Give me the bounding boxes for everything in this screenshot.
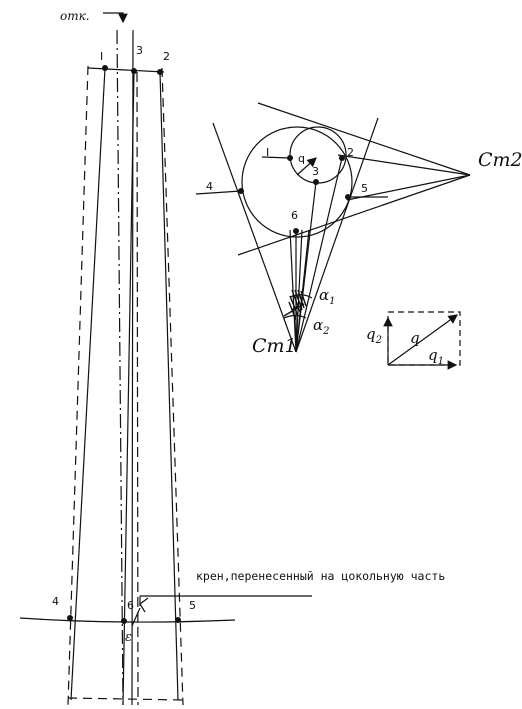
scheme-label-1: I — [266, 146, 269, 159]
label-bottom-6: 6 — [127, 599, 134, 612]
outer-circle — [241, 126, 353, 238]
tilt-arrow — [139, 597, 149, 613]
label-bottom-4: 4 — [52, 595, 59, 608]
leader-1 — [261, 156, 291, 159]
base-tilt-line — [131, 607, 141, 627]
bottom-line — [67, 697, 184, 701]
point-top-2 — [157, 69, 163, 75]
ct2-label: Ст2 — [478, 149, 522, 171]
alpha1-arc — [289, 294, 313, 299]
label-top-1: I — [100, 50, 103, 63]
center-line-solid — [131, 29, 134, 706]
label-top-2: 2 — [163, 50, 170, 63]
leader-4 — [195, 190, 242, 195]
ct1-ray-to-2 — [295, 157, 343, 353]
vec-q-label: q — [410, 329, 420, 347]
scheme-point-3 — [313, 179, 319, 185]
scheme-label-5: 5 — [361, 182, 368, 195]
tilted-axis-solid — [122, 69, 135, 706]
vector-box — [383, 311, 461, 370]
scheme-point-1 — [287, 155, 293, 161]
alpha2-label: α2 — [313, 316, 330, 337]
label-top-3: 3 — [136, 44, 143, 57]
otk-label: отк. — [60, 9, 90, 23]
label-epsilon: ε — [125, 630, 132, 645]
scheme-label-4: 4 — [206, 180, 213, 193]
scheme-point-4 — [238, 188, 244, 194]
ct1-label: Ст1 — [252, 335, 297, 357]
scheme-label-q: q — [298, 152, 305, 165]
caption-text: крен,перенесенный на цокольную часть — [196, 569, 445, 583]
scheme-labels: I q 3 2 4 5 6 Ст1 Ст2 α1 α2 — [206, 146, 522, 357]
point-bottom-4 — [67, 615, 73, 621]
scheme-point-2 — [339, 155, 345, 161]
point-top-3 — [131, 68, 137, 74]
scheme-point-5 — [345, 194, 351, 200]
scheme-points — [238, 155, 351, 234]
ct2-line-low — [346, 174, 471, 201]
ct2-tangent-top — [257, 102, 471, 176]
tower-points — [67, 65, 181, 624]
actual-left-edge — [70, 67, 106, 701]
station-scheme — [195, 102, 471, 353]
label-bottom-5: 5 — [189, 599, 196, 612]
top-ring-line — [87, 67, 165, 73]
point-top-1 — [102, 65, 108, 71]
ct1-tangent-left — [212, 122, 297, 353]
point-bottom-5 — [175, 617, 181, 623]
tilted-axis-dashed — [136, 71, 139, 706]
point-bottom-6 — [121, 618, 127, 624]
ct1-tangent-right — [295, 117, 379, 353]
ct1-ray-c — [295, 229, 310, 353]
design-left-edge — [67, 65, 89, 706]
hatched-sector — [283, 289, 307, 321]
scheme-label-2: 2 — [347, 146, 354, 159]
scheme-point-6 — [293, 228, 299, 234]
vec-q2-label: q2 — [366, 325, 382, 346]
alpha1-label: α1 — [319, 286, 336, 307]
q-vector — [296, 157, 317, 176]
vector-labels: q q1 q2 — [366, 325, 444, 367]
actual-right-edge — [159, 71, 179, 701]
q-resultant — [387, 314, 458, 366]
design-right-edge — [161, 67, 184, 706]
plumb-axis-line — [116, 29, 124, 706]
alpha2-arc — [283, 314, 307, 319]
vec-q1-label: q1 — [428, 346, 444, 367]
otk-arrow — [103, 12, 128, 24]
tower-drawing — [19, 12, 312, 706]
scheme-label-3: 3 — [312, 165, 319, 178]
ct2-line-mid — [337, 154, 471, 176]
scheme-label-6: 6 — [291, 209, 298, 222]
ct2-tangent-bottom — [237, 174, 471, 256]
tower-labels: отк. I 3 2 4 6 5 ε крен,перенесенный на … — [52, 9, 445, 645]
base-arc — [19, 617, 236, 623]
